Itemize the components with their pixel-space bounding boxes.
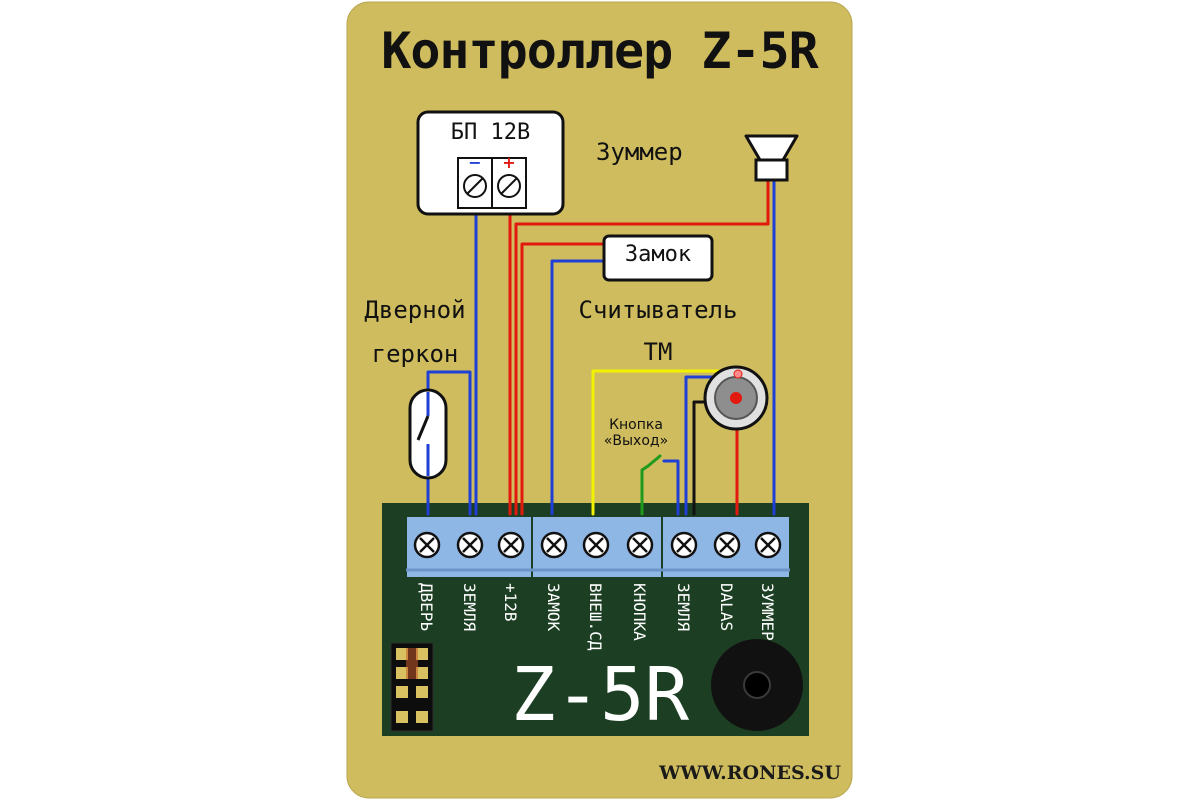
door-reed-sensor-icon xyxy=(408,388,448,480)
terminal-label-12v: +12В xyxy=(501,583,520,622)
diagram-title: Контроллер Z-5R xyxy=(381,22,819,80)
reader-label-line1: Считыватель xyxy=(578,296,738,324)
terminal-label-buzzer: ЗУММЕР xyxy=(758,583,777,641)
wire-door-sensor-top xyxy=(426,370,472,516)
exit-button-contact xyxy=(646,454,662,468)
wire-12v-to-buzzer xyxy=(514,178,770,516)
door-sensor-label-line2: геркон xyxy=(371,340,459,368)
terminal-label-ground-1: ЗЕМЛЯ xyxy=(460,583,479,632)
lock-box xyxy=(602,234,714,282)
lock-label: Замок xyxy=(624,242,692,267)
exit-button-label-line2: «Выход» xyxy=(603,433,669,449)
terminal-label-door: ДВЕРЬ xyxy=(417,583,436,632)
terminal-label-lock: ЗАМОК xyxy=(544,583,563,632)
wire-exit-button-blue xyxy=(662,459,680,516)
psu-minus-mark: − xyxy=(468,153,481,172)
door-sensor-label-line1: Дверной xyxy=(364,296,466,324)
terminal-label-button: КНОПКА xyxy=(630,583,649,641)
terminal-label-dalas: DALAS xyxy=(717,583,736,632)
wire-lock-to-terminal xyxy=(550,259,606,516)
buzzer-label: Зуммер xyxy=(596,138,683,166)
terminal-label-ground-2: ЗЕМЛЯ xyxy=(674,583,693,632)
board-buzzer xyxy=(711,639,803,731)
wire-reader-led xyxy=(591,369,737,516)
exit-button-label-line1: Кнопка xyxy=(609,417,663,433)
psu-plus-mark: + xyxy=(502,153,515,172)
jumper-block xyxy=(390,642,434,732)
tm-reader-icon xyxy=(703,365,769,431)
board-name: Z-5R xyxy=(510,652,690,738)
psu-label: БП 12В xyxy=(450,120,531,145)
terminal-label-ext-led: ВНЕШ.СД xyxy=(586,583,605,651)
buzzer-speaker-icon xyxy=(744,134,799,182)
wire-12v-to-lock xyxy=(520,242,606,516)
wires xyxy=(426,178,776,516)
website-watermark: WWW.RONES.SU xyxy=(659,762,841,784)
psu-box xyxy=(416,110,565,216)
wire-exit-button-green xyxy=(640,464,650,516)
reader-label-line2: ТМ xyxy=(643,338,673,366)
